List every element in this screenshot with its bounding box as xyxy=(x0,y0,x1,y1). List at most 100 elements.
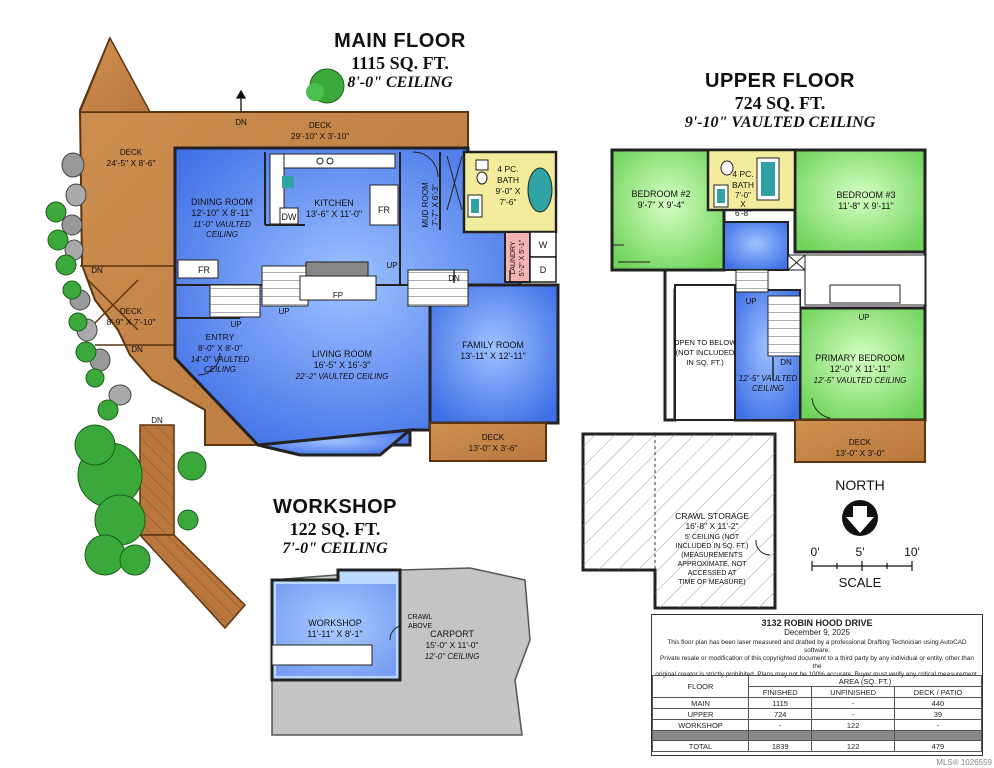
disclaimer-line-3: original creator is strictly prohibited.… xyxy=(655,671,979,678)
family-room-deck xyxy=(429,422,547,462)
col-area-header: AREA (SQ. FT.) xyxy=(748,675,982,687)
fireplace-label: FP xyxy=(333,291,343,300)
table-cell: 479 xyxy=(893,740,983,752)
mud-room-dims: 7'-7" X 6'-3" xyxy=(431,184,440,226)
mud-room-name: MUD ROOM xyxy=(421,182,430,228)
family-dims: 13'-11" X 12'-11" xyxy=(460,351,526,361)
crawl-n5: ACCESSED AT xyxy=(688,570,737,577)
dining-note2: CEILING xyxy=(206,230,238,239)
scale-tick-0: 0' xyxy=(811,545,820,559)
living-name: LIVING ROOM xyxy=(312,349,372,359)
entry-note1: 14'-0" VAULTED xyxy=(191,355,250,364)
property-address: 3132 ROBIN HOOD DRIVE xyxy=(761,618,873,628)
crawl-dims: 16'-8" X 11'-2" xyxy=(685,521,738,531)
main-floor-header: MAIN FLOOR 1115 SQ. FT. 8'-0" CEILING xyxy=(300,30,500,92)
table-cell: 1839 xyxy=(747,740,813,752)
workshop-header: WORKSHOP 122 SQ. FT. 7'-0" CEILING xyxy=(250,496,420,558)
table-cell: UPPER xyxy=(652,708,749,720)
table-row: WORKSHOP - 122 - xyxy=(652,719,983,731)
table-cell: 39 xyxy=(893,708,983,720)
table-cell: 122 xyxy=(811,719,895,731)
crawl-name: CRAWL STORAGE xyxy=(675,511,749,521)
family-name: FAMILY ROOM xyxy=(462,340,524,350)
up-label: UP xyxy=(230,320,241,329)
main-floor-ceiling: 8'-0" CEILING xyxy=(347,74,453,91)
scale-tick-5: 5' xyxy=(856,545,865,559)
entry-name: ENTRY xyxy=(206,332,235,342)
deck-mid-dims: 8'-9" X 7'-10" xyxy=(107,317,156,327)
living-dims: 16'-5" X 16'-3" xyxy=(314,360,371,370)
landscaping xyxy=(45,68,345,576)
dryer-label: D xyxy=(540,265,547,275)
deck-left-name: DECK xyxy=(120,148,143,157)
table-cell: 1115 xyxy=(747,697,813,709)
bath-upper-l5: 6'-8" xyxy=(735,209,751,218)
upper-hall-l2: CEILING xyxy=(752,384,784,393)
up-label: UP xyxy=(386,261,397,270)
crawl-n6: TIME OF MEASURE) xyxy=(678,579,745,586)
upper-deck xyxy=(794,419,926,463)
bath-main-l1: 4 PC. xyxy=(497,164,518,174)
living-note: 22'-2" VAULTED CEILING xyxy=(295,372,389,381)
entry-dims: 8'-0" X 8'-0" xyxy=(198,343,242,353)
open-below-l1: OPEN TO BELOW xyxy=(674,338,738,347)
primary-name: PRIMARY BEDROOM xyxy=(815,353,905,363)
table-cell: - xyxy=(893,719,983,731)
laundry-name: LAUNDRY xyxy=(510,241,517,275)
upper-floor-ceiling: 9'-10" VAULTED CEILING xyxy=(684,114,876,131)
bath-upper-l3: 7'-0" xyxy=(735,191,751,200)
workshop-carport xyxy=(270,567,531,736)
table-spacer-row xyxy=(652,730,983,741)
upper-hall-l1: 12'-5" VAULTED xyxy=(739,374,798,383)
workshop-title: WORKSHOP xyxy=(273,496,397,518)
deck-family-dims: 13'-0" X 3'-6" xyxy=(469,443,518,453)
open-below-l2: (NOT INCLUDED xyxy=(676,348,735,357)
dining-note1: 11'-0" VAULTED xyxy=(193,220,251,229)
crawl-n1: 5' CEILING (NOT xyxy=(685,534,740,541)
bed2-name: BEDROOM #2 xyxy=(631,189,690,199)
primary-note: 12'-5" VAULTED CEILING xyxy=(814,376,907,385)
main-deck xyxy=(78,36,469,630)
table-cell: 440 xyxy=(893,697,983,709)
scale-tick-10: 10' xyxy=(904,545,920,559)
table-row: MAIN 1115 - 440 xyxy=(652,697,983,709)
dining-dims: 12'-10" X 8'-11" xyxy=(191,208,252,218)
workshop-dims: 11'-11" X 8'-1" xyxy=(307,629,363,639)
table-cell: TOTAL xyxy=(652,740,749,752)
deck-mid-name: DECK xyxy=(120,307,143,316)
entry-note2: CEILING xyxy=(204,365,236,374)
washer-label: W xyxy=(539,240,548,250)
table-row: UPPER 724 - 39 xyxy=(652,708,983,720)
deck-upper-name: DECK xyxy=(849,438,872,447)
crawl-n3: (MEASUREMENTS xyxy=(681,552,743,559)
table-cell: MAIN xyxy=(652,697,749,709)
bed3-dims: 11'-8" X 9'-11" xyxy=(838,201,894,211)
carport-name: CARPORT xyxy=(430,629,474,639)
fridge-label: FR xyxy=(378,205,390,215)
primary-dims: 12'-0" X 11'-11" xyxy=(830,364,891,374)
crawl-above-l2: ABOVE xyxy=(408,623,432,630)
dining-name: DINING ROOM xyxy=(191,197,253,207)
carport-note: 12'-0" CEILING xyxy=(425,652,480,661)
table-cell: - xyxy=(747,719,813,731)
bath-main-l2: BATH xyxy=(497,175,519,185)
table-cell: WORKSHOP xyxy=(652,719,749,731)
bath-upper-l1: 4 PC. xyxy=(732,169,753,179)
bed3-name: BEDROOM #3 xyxy=(836,190,895,200)
bath-upper-l2: BATH xyxy=(732,180,754,190)
carport-dims: 15'-0" X 11'-0" xyxy=(425,640,478,650)
table-cell: 122 xyxy=(811,740,895,752)
main-floor-area: 1115 SQ. FT. xyxy=(351,53,449,73)
col-finished-header: FINISHED xyxy=(747,686,813,698)
dn-label: DN xyxy=(151,416,163,425)
upper-floor-rooms xyxy=(610,148,927,422)
dishwasher-label: DW xyxy=(282,212,297,222)
col-floor-header: FLOOR xyxy=(652,675,749,698)
scale-bar xyxy=(811,561,913,571)
dn-label: DN xyxy=(780,358,792,367)
upper-floor-area: 724 SQ. FT. xyxy=(734,93,826,113)
deck-family-name: DECK xyxy=(482,433,505,442)
north-label: NORTH xyxy=(835,477,885,493)
north-arrow-icon xyxy=(842,500,878,536)
disclaimer-line-1: This floor plan has been laser measured … xyxy=(667,639,967,654)
